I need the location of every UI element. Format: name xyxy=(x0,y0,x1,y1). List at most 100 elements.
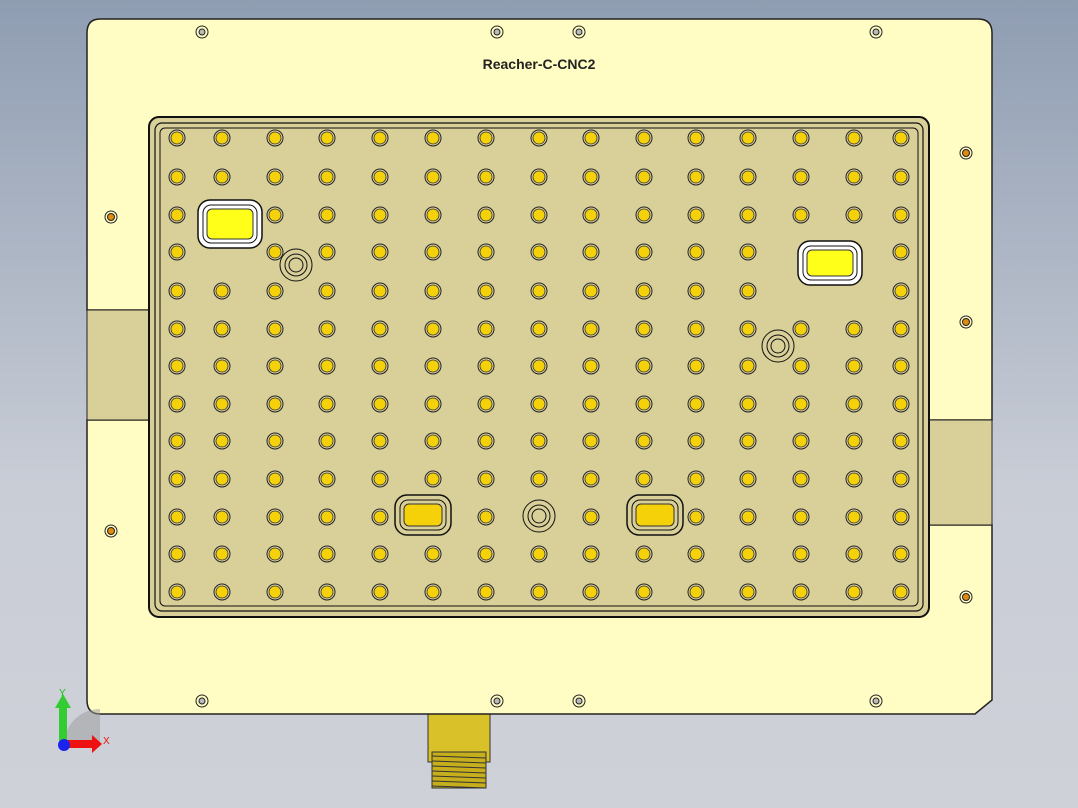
hole-ring xyxy=(845,395,863,413)
hole xyxy=(268,510,282,524)
hole xyxy=(479,322,493,336)
hole xyxy=(584,547,598,561)
hole xyxy=(794,510,808,524)
hole-ring xyxy=(318,243,336,261)
pin-hole-center xyxy=(962,318,970,326)
hole xyxy=(479,245,493,259)
hole-ring xyxy=(213,357,231,375)
hole xyxy=(373,245,387,259)
hole-ring xyxy=(213,508,231,526)
hole xyxy=(584,434,598,448)
hole xyxy=(584,208,598,222)
hole-ring xyxy=(739,243,757,261)
hole-ring xyxy=(266,357,284,375)
hole-ring xyxy=(582,583,600,601)
hole-ring xyxy=(845,545,863,563)
hole-ring xyxy=(477,395,495,413)
hole-ring xyxy=(168,129,186,147)
hole-ring xyxy=(687,470,705,488)
hole-ring xyxy=(792,470,810,488)
hole-ring xyxy=(530,206,548,224)
hole xyxy=(741,547,755,561)
hole-ring xyxy=(687,357,705,375)
hole-ring xyxy=(635,432,653,450)
hole xyxy=(215,284,229,298)
hole xyxy=(426,359,440,373)
screw-hole xyxy=(572,25,586,39)
hole-ring xyxy=(371,545,389,563)
hole xyxy=(215,547,229,561)
hole xyxy=(532,585,546,599)
hole xyxy=(532,170,546,184)
hole-ring xyxy=(371,357,389,375)
pad-ring xyxy=(399,499,447,531)
pin-hole xyxy=(959,590,973,604)
hole-ring xyxy=(739,282,757,300)
hole-ring xyxy=(213,583,231,601)
hole-ring xyxy=(318,395,336,413)
hole-ring xyxy=(582,282,600,300)
hole-ring xyxy=(530,129,548,147)
hole-ring xyxy=(792,357,810,375)
hole-ring xyxy=(266,395,284,413)
hole-ring xyxy=(168,583,186,601)
boss-outer xyxy=(279,248,313,282)
screw-hole-center xyxy=(872,697,880,705)
hole xyxy=(894,547,908,561)
hole xyxy=(320,359,334,373)
hole xyxy=(268,322,282,336)
pad xyxy=(206,208,254,240)
hole xyxy=(170,510,184,524)
thread-line xyxy=(431,775,487,779)
hole-ring xyxy=(318,583,336,601)
hole xyxy=(741,284,755,298)
hole-ring xyxy=(892,357,910,375)
hole xyxy=(689,359,703,373)
screw-hole-center xyxy=(493,697,501,705)
hole xyxy=(794,434,808,448)
hole-ring xyxy=(266,583,284,601)
hole xyxy=(741,131,755,145)
hole xyxy=(479,170,493,184)
hole xyxy=(689,510,703,524)
hole-ring xyxy=(213,168,231,186)
hole xyxy=(215,170,229,184)
hole-ring xyxy=(635,320,653,338)
hole-ring xyxy=(318,168,336,186)
hole-ring xyxy=(687,282,705,300)
hole-ring xyxy=(792,508,810,526)
hole xyxy=(689,585,703,599)
hole xyxy=(170,208,184,222)
screw-hole-center xyxy=(493,28,501,36)
hole-ring xyxy=(845,320,863,338)
hole xyxy=(426,472,440,486)
thread-line xyxy=(431,765,487,769)
hole-ring xyxy=(739,470,757,488)
hole xyxy=(741,472,755,486)
hole xyxy=(170,585,184,599)
hole xyxy=(894,585,908,599)
hole-ring xyxy=(687,243,705,261)
pad xyxy=(403,503,443,527)
hole-ring xyxy=(582,432,600,450)
axis-triad[interactable]: Y X xyxy=(55,688,110,753)
hole-ring xyxy=(792,583,810,601)
hole-ring xyxy=(318,129,336,147)
hole-ring xyxy=(168,395,186,413)
hole xyxy=(373,510,387,524)
hole xyxy=(373,170,387,184)
hole xyxy=(741,208,755,222)
hole xyxy=(894,472,908,486)
hole-ring xyxy=(635,583,653,601)
screw-hole-center xyxy=(198,697,206,705)
hole xyxy=(479,131,493,145)
hole xyxy=(741,510,755,524)
hole-ring xyxy=(635,243,653,261)
hole xyxy=(637,170,651,184)
hole xyxy=(689,284,703,298)
hole xyxy=(741,585,755,599)
hole xyxy=(689,472,703,486)
hole-ring xyxy=(792,432,810,450)
pin-hole xyxy=(104,524,118,538)
